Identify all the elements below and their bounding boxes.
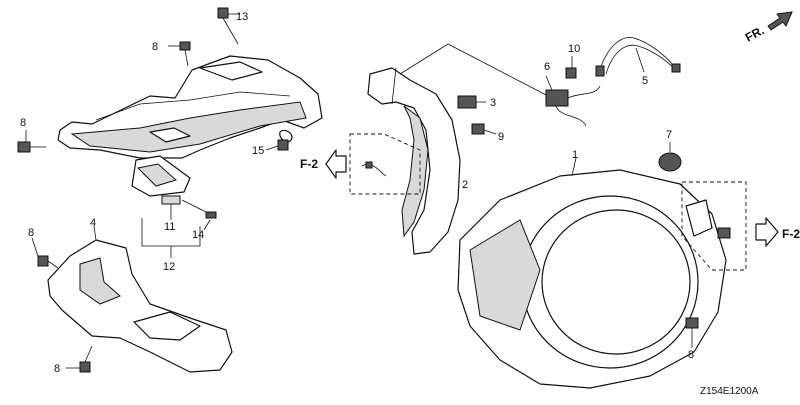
top-shroud-plate — [57, 55, 323, 197]
callout-15: 15 — [252, 145, 264, 157]
front-direction-indicator: FR. — [743, 11, 793, 45]
callout-9: 9 — [498, 131, 504, 143]
bolt-13 — [217, 7, 240, 45]
screw-10 — [565, 56, 577, 79]
bolt-14 — [181, 199, 217, 231]
callout-6: 6 — [544, 61, 550, 73]
callout-8-left: 8 — [20, 117, 26, 129]
bolt-8-left — [17, 130, 46, 153]
figure-ref-left: F-2 — [300, 157, 318, 171]
callout-8-lower-a: 8 — [28, 227, 34, 239]
fan-cover — [457, 157, 727, 389]
callout-2: 2 — [462, 179, 468, 191]
nut-15 — [265, 139, 289, 151]
callout-4: 4 — [90, 217, 96, 229]
spring-11 — [161, 195, 181, 220]
callout-1: 1 — [572, 149, 578, 161]
callout-5: 5 — [642, 75, 648, 87]
inset-frame-right — [681, 181, 779, 271]
bolt-8-top — [168, 41, 191, 67]
pointer-6-line — [399, 43, 549, 97]
grommet-7 — [658, 142, 682, 172]
module-6 — [545, 75, 601, 127]
bolt-9 — [471, 123, 497, 135]
bolt-8-lower-b — [66, 345, 93, 373]
front-arrow-icon — [767, 11, 793, 31]
wire-5 — [595, 37, 681, 77]
callout-8-top: 8 — [152, 41, 158, 53]
callout-13: 13 — [236, 11, 248, 23]
callout-7: 7 — [666, 129, 672, 141]
callout-8-right: 8 — [688, 349, 694, 361]
bolt-8-right — [685, 317, 699, 348]
front-label: FR. — [743, 23, 767, 44]
callout-10: 10 — [568, 43, 580, 55]
cover-bracket — [685, 199, 731, 239]
bolt-8-lower-a — [31, 237, 59, 269]
callout-11: 11 — [164, 221, 175, 233]
inset-frame-left — [325, 133, 421, 195]
callout-12: 12 — [163, 261, 175, 273]
clip-3 — [457, 95, 486, 109]
lower-left-shroud — [47, 225, 233, 373]
callout-3: 3 — [490, 97, 496, 109]
callout-14: 14 — [192, 229, 204, 241]
callout-8-lower-b: 8 — [54, 363, 60, 375]
diagram-code: Z154E1200A — [700, 386, 759, 397]
figure-ref-right: F-2 — [782, 227, 800, 241]
air-guide-plate — [367, 67, 461, 255]
